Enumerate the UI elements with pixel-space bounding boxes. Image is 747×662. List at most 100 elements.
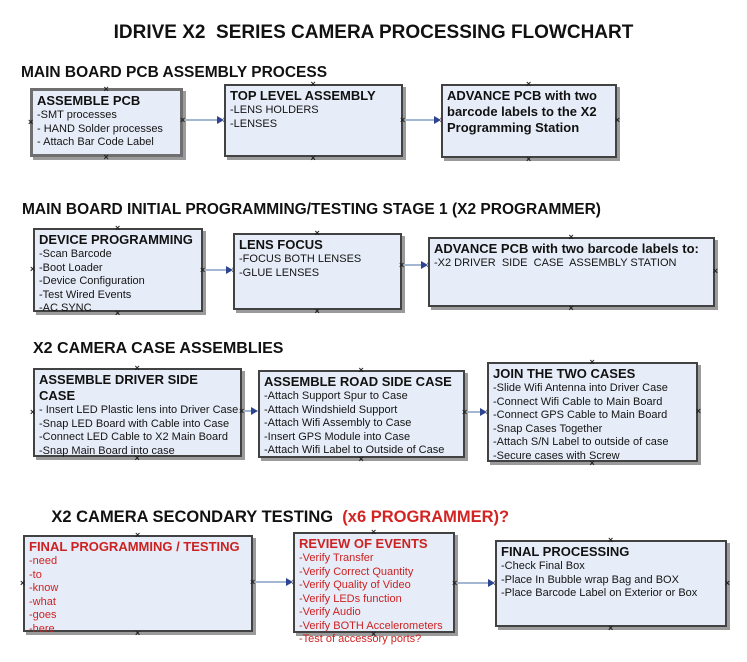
box-device-programming: × × × DEVICE PROGRAMMING -Scan Barcode -…: [30, 224, 203, 318]
box-item: -GLUE LENSES: [239, 266, 320, 279]
arrow-line: [467, 411, 481, 413]
box-item: - Insert LED Plastic lens into Driver Ca…: [39, 404, 239, 416]
box-title: ADVANCE PCB with two barcode labels to:: [434, 241, 699, 256]
arrow-head-icon: [480, 408, 487, 416]
box-item: -here: [29, 622, 55, 635]
connector-x-icon: ×: [20, 577, 26, 588]
box-item: -Attach Windshield Support: [264, 403, 398, 416]
box-item: -to: [29, 568, 42, 581]
box-item: -Secure cases with Screw: [493, 449, 620, 462]
connector-x-icon: ×: [200, 265, 206, 275]
box-assemble-driver-side-case: × × × ASSEMBLE DRIVER SIDE CASE - Insert…: [30, 364, 242, 463]
connector-x-icon: ×: [399, 260, 405, 270]
connector-x-icon: ×: [103, 152, 109, 162]
box-item: - HAND Solder processes: [37, 122, 163, 135]
connector-x-icon: ×: [30, 264, 36, 274]
box-item: -goes: [29, 609, 57, 621]
box-item: -need: [29, 555, 58, 567]
connector-x-icon: ×: [310, 153, 316, 163]
section-heading-red-suffix: (x6 PROGRAMMER)?: [333, 508, 510, 526]
box-item: -LENS HOLDERS: [230, 104, 319, 116]
connector-x-icon: ×: [400, 115, 406, 125]
arrow-line: [244, 410, 252, 412]
box-item: -AC SYNC: [39, 302, 92, 314]
arrow-connector: ×: [239, 406, 258, 416]
box-lens-focus: × × LENS FOCUS -FOCUS BOTH LENSES -GLUE …: [233, 229, 402, 316]
connector-x-icon: ×: [724, 577, 730, 588]
arrow-head-icon: [217, 116, 224, 124]
box-title: DEVICE PROGRAMMING: [39, 232, 193, 247]
arrow-head-icon: [421, 261, 428, 269]
box-item: -Snap LED Board with Cable into Case: [39, 417, 230, 430]
box-final-processing: × × × FINAL PROCESSING -Check Final Box …: [495, 536, 730, 633]
section-heading-initial-programming: MAIN BOARD INITIAL PROGRAMMING/TESTING S…: [22, 201, 601, 218]
box-item: -Slide Wifi Antenna into Driver Case: [493, 382, 668, 394]
box-title: REVIEW OF EVENTS: [299, 536, 428, 551]
arrow-head-icon: [488, 579, 495, 587]
box-item: -Boot Loader: [39, 261, 103, 274]
box-title: ASSEMBLE DRIVER SIDE CASE: [39, 372, 198, 403]
connector-x-icon: ×: [462, 407, 468, 417]
connector-x-icon: ×: [608, 623, 614, 633]
connector-x-icon: ×: [30, 406, 36, 417]
arrow-line: [457, 582, 489, 584]
connector-x-icon: ×: [239, 406, 245, 416]
box-item: -Verify Quality of Video: [299, 579, 411, 591]
arrow-head-icon: [434, 116, 441, 124]
arrow-connector: × ×: [180, 115, 228, 125]
box-item: -FOCUS BOTH LENSES: [239, 253, 362, 265]
arrow-connector: × ×: [462, 407, 491, 417]
box-item: -X2 DRIVER SIDE CASE ASSEMBLY STATION: [434, 257, 677, 269]
box-item: -SMT processes: [37, 109, 117, 121]
connector-x-icon: ×: [28, 116, 34, 127]
box-assemble-road-side-case: × × ASSEMBLE ROAD SIDE CASE -Attach Supp…: [258, 366, 465, 464]
connector-x-icon: ×: [695, 406, 701, 416]
connector-x-icon: ×: [614, 115, 620, 125]
box-item: -Verify Correct Quantity: [299, 565, 414, 578]
box-assemble-pcb: × × × ASSEMBLE PCB -SMT processes - HAND…: [28, 85, 183, 162]
arrow-line: [255, 581, 287, 583]
arrow-head-icon: [286, 578, 293, 586]
box-title: ASSEMBLE PCB: [37, 93, 141, 108]
arrow-connector: × ×: [399, 260, 432, 270]
connector-x-icon: ×: [568, 303, 574, 313]
arrow-connector: × ×: [452, 578, 499, 588]
box-item: -Place In Bubble wrap Bag and BOX: [501, 573, 679, 586]
box-item: -Scan Barcode: [39, 248, 112, 260]
box-item: -Test of accessory ports?: [299, 633, 422, 645]
box-item: -Attach Wifi Label to Outside of Case: [264, 444, 445, 456]
box-title: FINAL PROGRAMMING / TESTING: [29, 539, 240, 554]
arrow-connector: × ×: [400, 115, 445, 125]
box-title: FINAL PROCESSING: [501, 544, 630, 559]
box-title: TOP LEVEL ASSEMBLY: [230, 88, 376, 103]
box-item: -LENSES: [230, 117, 278, 130]
box-review-of-events: × × REVIEW OF EVENTS -Verify Transfer -V…: [293, 528, 455, 645]
connector-x-icon: ×: [526, 154, 532, 164]
connector-x-icon: ×: [712, 266, 718, 276]
box-item: -Verify LEDs function: [299, 592, 402, 605]
box-item: -Attach Support Spur to Case: [264, 390, 408, 402]
box-advance-pcb-case-assembly: × × × ADVANCE PCB with two barcode label…: [428, 233, 718, 313]
arrow-line: [205, 269, 227, 271]
arrow-line: [404, 264, 422, 266]
box-item: -Verify BOTH Accelerometers: [299, 619, 443, 632]
box-item: -Attach S/N Label to outside of case: [493, 436, 669, 448]
box-item: - Attach Bar Code Label: [37, 136, 154, 148]
section-heading-secondary-testing: X2 CAMERA SECONDARY TESTING (x6 PROGRAMM…: [33, 489, 509, 546]
box-item: -Device Configuration: [39, 275, 145, 287]
connector-x-icon: ×: [452, 578, 458, 588]
box-title: JOIN THE TWO CASES: [493, 366, 636, 381]
arrow-head-icon: [251, 407, 258, 415]
box-item: -Verify Transfer: [299, 552, 374, 564]
box-title: ASSEMBLE ROAD SIDE CASE: [264, 374, 452, 389]
arrow-connector: × ×: [250, 577, 297, 587]
box-item: -Attach Wifi Assembly to Case: [264, 417, 412, 429]
arrow-connector: × ×: [200, 265, 237, 275]
box-item: -know: [29, 582, 59, 594]
section-heading-text: X2 CAMERA SECONDARY TESTING: [51, 508, 334, 526]
box-advance-pcb-programming-station: × × × ADVANCE PCB with two barcode label…: [441, 80, 620, 164]
arrow-head-icon: [226, 266, 233, 274]
box-item: -Connect Wifi Cable to Main Board: [493, 395, 663, 408]
box-title: ADVANCE PCB with two barcode labels to t…: [447, 88, 597, 135]
